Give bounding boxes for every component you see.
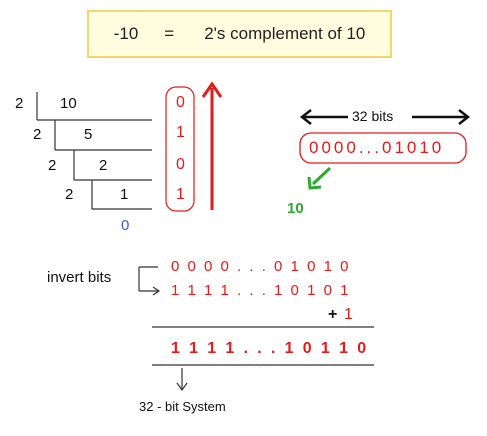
original-bits: 0 0 0 0 . . . 0 1 0 1 0	[171, 258, 351, 275]
title-equals: =	[164, 24, 175, 43]
divisor-2: 2	[33, 126, 42, 143]
binary-32: 0000...01010	[309, 138, 445, 157]
plus-sign: +	[328, 306, 338, 323]
final-quotient: 0	[121, 217, 130, 234]
system-label: 32 - bit System	[139, 399, 226, 414]
decimal-value: 10	[287, 200, 304, 217]
invert-bracket	[138, 266, 161, 296]
division-ladder	[36, 92, 152, 210]
quotient-1: 1	[120, 186, 129, 203]
remainder-2: 1	[176, 124, 185, 141]
title-right: 2's complement of 10	[204, 24, 366, 43]
divisor-4: 2	[65, 186, 74, 203]
quotient-10: 10	[60, 95, 77, 112]
remainder-4: 1	[176, 186, 185, 203]
quotient-2: 2	[99, 157, 108, 174]
remainder-box	[165, 86, 195, 212]
invert-label: invert bits	[47, 269, 112, 286]
quotient-5: 5	[84, 126, 93, 143]
bits-width-arrow	[299, 109, 471, 125]
binary-box	[299, 132, 467, 164]
result-bits: 1 1 1 1 . . . 1 0 1 1 0	[171, 340, 369, 357]
remainder-1: 0	[176, 94, 185, 111]
title-left: -10	[113, 24, 139, 43]
divisor-3: 2	[48, 157, 57, 174]
bits-label: 32 bits	[352, 108, 394, 124]
green-arrow	[311, 166, 332, 186]
remainder-3: 0	[176, 156, 185, 173]
title-box: -10 = 2's complement of 10	[87, 10, 392, 58]
inverted-bits: 1 1 1 1 . . . 1 0 1 0 1	[171, 282, 351, 299]
plus-value: 1	[344, 306, 353, 323]
divisor-1: 2	[15, 95, 24, 112]
